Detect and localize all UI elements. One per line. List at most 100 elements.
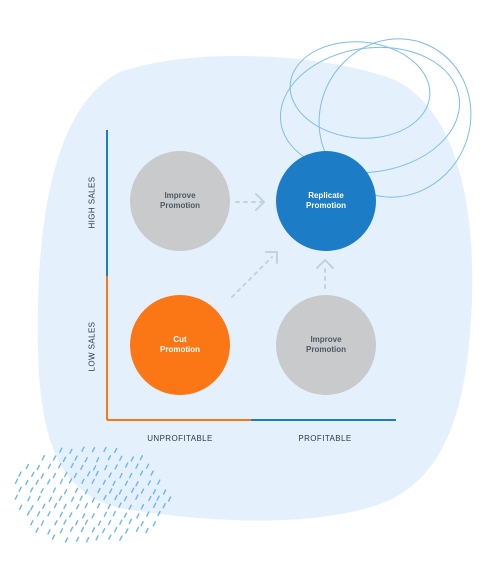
texture-dash [152, 489, 157, 495]
texture-dash [91, 513, 95, 519]
texture-dash [36, 511, 41, 517]
texture-dash [135, 526, 140, 532]
texture-dash [103, 494, 107, 501]
texture-dash [81, 478, 85, 484]
texture-dash [125, 528, 129, 534]
texture-dash [59, 478, 64, 485]
texture-dash [140, 521, 144, 527]
quadrant-label-line1: Improve [310, 335, 342, 344]
texture-dash [124, 462, 129, 468]
texture-dash [25, 463, 29, 470]
quadrant-replicate-promotion: Replicate Promotion [276, 151, 376, 251]
texture-dash [42, 503, 46, 509]
quadrant-cut-promotion: Cut Promotion [130, 295, 230, 395]
texture-dash [80, 464, 84, 470]
texture-dash [156, 495, 160, 501]
texture-dash [68, 478, 73, 484]
texture-dash [152, 521, 157, 527]
y-axis-label-high: HIGH SALES [87, 176, 97, 229]
texture-dash [18, 486, 22, 492]
texture-dash [114, 494, 118, 501]
texture-dash [112, 480, 116, 486]
quadrant-label-line1: Replicate [308, 191, 344, 200]
texture-dash [35, 527, 39, 533]
texture-dash [140, 488, 145, 494]
texture-dash [25, 479, 29, 486]
texture-dash [75, 536, 80, 542]
texture-dash [26, 510, 31, 516]
texture-dash [52, 487, 56, 493]
texture-dash [113, 447, 118, 454]
texture-dash [40, 520, 45, 526]
texture-dash [14, 494, 18, 500]
texture-dash [18, 471, 22, 477]
texture-dash [114, 464, 118, 470]
texture-dash [74, 487, 79, 493]
texture-dash [51, 534, 56, 540]
texture-dash [63, 503, 67, 509]
texture-dash [108, 488, 113, 494]
texture-dash [124, 480, 129, 486]
texture-dash [146, 511, 150, 517]
texture-dash [148, 495, 152, 502]
texture-dash [14, 478, 19, 484]
texture-dash [74, 520, 79, 526]
texture-dash [101, 527, 106, 534]
y-axis-label-low: LOW SALES [87, 321, 97, 372]
texture-dash [95, 457, 100, 463]
texture-dash [48, 496, 52, 502]
texture-dash [59, 511, 63, 518]
texture-dash [136, 513, 140, 519]
texture-dash [52, 455, 57, 461]
texture-dash [27, 496, 31, 502]
texture-dash [53, 502, 58, 509]
texture-dash [92, 465, 97, 471]
texture-dash [96, 503, 101, 509]
texture-dash [139, 455, 144, 461]
texture-dash [104, 464, 108, 471]
texture-dash [68, 512, 73, 518]
texture-dash [145, 463, 150, 469]
texture-dash [135, 463, 139, 469]
texture-dash [130, 487, 135, 493]
texture-dash [108, 534, 112, 540]
texture-dash [80, 526, 85, 533]
texture-dash [103, 511, 108, 517]
texture-dash [91, 447, 96, 453]
texture-dash [63, 519, 67, 525]
texture-dash [119, 535, 123, 541]
texture-dash [70, 462, 74, 469]
texture-dash [37, 495, 41, 501]
texture-dash [150, 470, 154, 476]
texture-dash [47, 529, 51, 535]
texture-dash [118, 502, 122, 508]
texture-dash [119, 455, 123, 461]
texture-dash [130, 456, 135, 462]
texture-dash [69, 448, 73, 454]
texture-dash [84, 502, 89, 509]
texture-dash [135, 494, 139, 500]
texture-dash [47, 479, 51, 485]
texture-dash [135, 481, 139, 487]
texture-dash [119, 519, 123, 525]
texture-dash [140, 504, 145, 510]
texture-dash [118, 489, 123, 495]
texture-dash [52, 472, 57, 479]
texture-dash [74, 455, 78, 461]
texture-dash [31, 471, 35, 477]
arrow-right [235, 193, 265, 211]
texture-dash [162, 503, 166, 509]
texture-dash [112, 510, 117, 517]
texture-dash [95, 535, 99, 541]
texture-dash [47, 463, 52, 469]
texture-dash [75, 504, 80, 510]
texture-dash [70, 496, 75, 502]
x-axis-label-unprofitable: UNPROFITABLE [147, 434, 213, 443]
texture-dash [58, 495, 63, 501]
texture-dash [113, 526, 118, 533]
texture-dash [47, 511, 51, 517]
backdrop-blob [37, 55, 473, 521]
texture-dash [128, 518, 133, 525]
texture-dash [157, 479, 161, 485]
texture-dash [128, 472, 133, 479]
